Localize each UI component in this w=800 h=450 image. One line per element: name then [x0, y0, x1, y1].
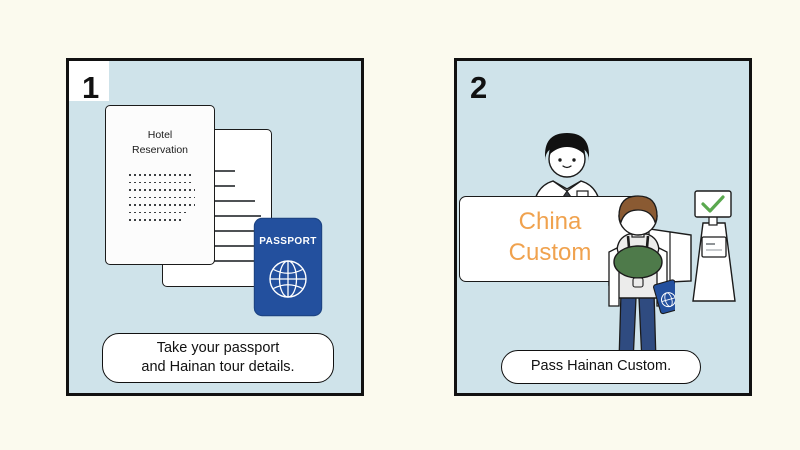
panel-1-artwork: Hotel Reservation PASSPORT	[69, 61, 361, 393]
customs-counter-sign: China Custom	[508, 208, 592, 266]
panel-1-caption-line-1: Take your passport	[156, 339, 280, 356]
panel-step-2: 2	[454, 58, 752, 396]
passport-label: PASSPORT	[259, 236, 317, 247]
panel-2-caption-line-1: Pass Hainan Custom.	[530, 358, 672, 375]
panel-2-artwork: China Custom	[457, 61, 749, 393]
panel-1-number: 1	[82, 70, 100, 105]
panel-1-caption: Take your passport and Hainan tour detai…	[102, 333, 334, 383]
panel-1-corner-notch	[69, 61, 109, 101]
panel-2-caption: Pass Hainan Custom.	[501, 350, 701, 384]
globe-icon	[266, 257, 310, 306]
hotel-reservation-body-lines	[129, 174, 195, 227]
hotel-reservation-title: Hotel Reservation	[131, 129, 189, 156]
passport-booklet: PASSPORT	[255, 219, 321, 315]
scanner-kiosk	[685, 189, 741, 312]
panel-step-1: 1 Hotel Reservation	[66, 58, 364, 396]
panel-2-number: 2	[470, 70, 488, 105]
panel-1-caption-line-2: and Hainan tour details.	[141, 359, 295, 375]
hotel-reservation-document: Hotel Reservation	[105, 105, 215, 265]
